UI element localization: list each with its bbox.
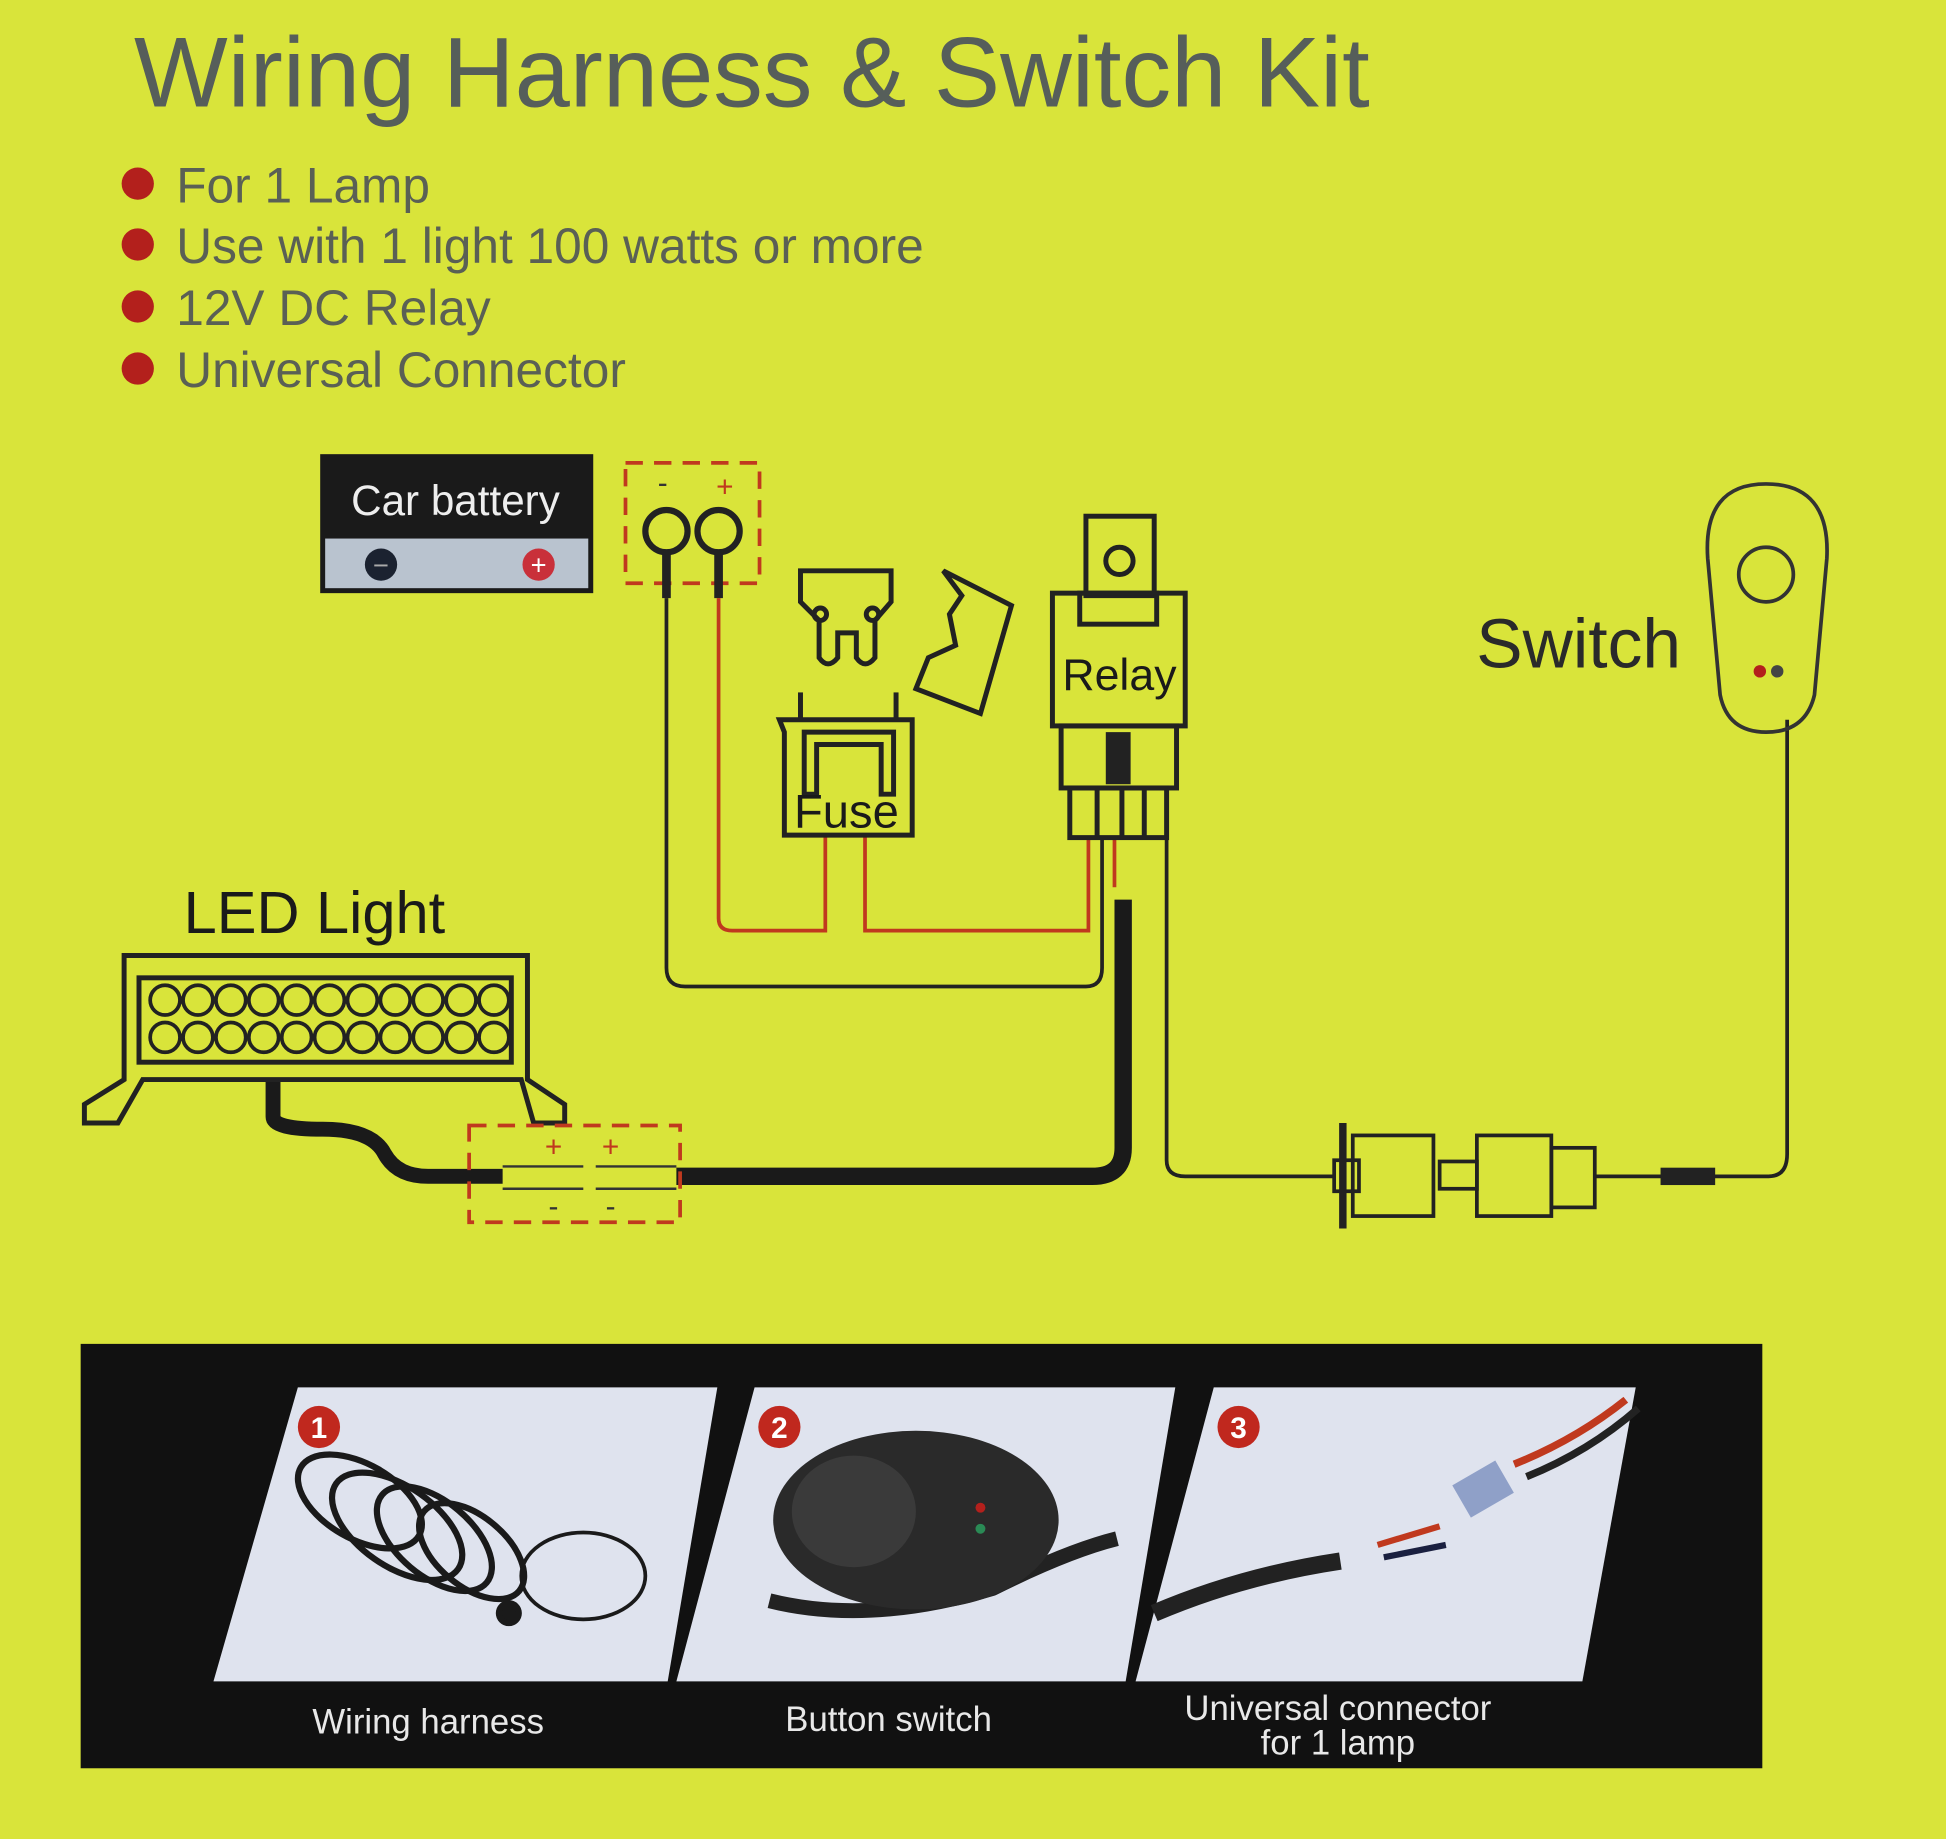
- led-icon: [279, 983, 314, 1017]
- ring-terminals: - +: [623, 460, 762, 599]
- number-badge: [758, 1405, 801, 1449]
- switch: Switch: [1476, 482, 1829, 734]
- led-icon: [214, 983, 248, 1017]
- led-icon: [148, 983, 182, 1017]
- led-icon: [246, 1020, 281, 1055]
- led-icon: [181, 1020, 215, 1055]
- switch-label: Switch: [1476, 605, 1681, 683]
- led-icon: [148, 1020, 182, 1055]
- led-icon: [279, 1020, 314, 1055]
- led-icon: [312, 1020, 347, 1055]
- plug-neg-label: -: [549, 1190, 559, 1223]
- led-icon: [444, 983, 478, 1017]
- positive-sign: +: [531, 550, 547, 581]
- lamp-plug: + + - -: [467, 1123, 682, 1225]
- bullet-icon: [121, 290, 154, 323]
- led-icon: [312, 983, 347, 1017]
- relay-label: Relay: [1062, 651, 1177, 700]
- led-icon: [477, 1020, 511, 1055]
- button-switch-image: [767, 1430, 1119, 1619]
- negative-sign: −: [373, 550, 389, 581]
- number-badge: [1217, 1405, 1260, 1449]
- led-icon: [378, 983, 413, 1017]
- relay: Relay: [1049, 513, 1188, 841]
- led-icon: [181, 983, 215, 1017]
- feature-item: For 1 Lamp: [176, 157, 430, 213]
- product-card: [213, 1387, 718, 1682]
- battery-label: Car battery: [351, 477, 561, 524]
- led-icon: [411, 1020, 445, 1055]
- led-icon: [444, 1020, 478, 1055]
- fuse-label: Fuse: [794, 785, 899, 838]
- page-title: Wiring Harness & Switch Kit: [134, 18, 1370, 129]
- car-battery: Car battery − +: [320, 454, 594, 594]
- led-icon: [378, 1020, 413, 1055]
- feature-item: 12V DC Relay: [176, 280, 491, 336]
- product-number: 3: [1230, 1412, 1247, 1445]
- wiring-harness-image: [294, 1451, 648, 1627]
- feature-list: For 1 Lamp Use with 1 light 100 watts or…: [121, 157, 924, 398]
- product-label: Universal connector: [1184, 1690, 1491, 1728]
- wires: [265, 598, 1790, 1186]
- terminal-pos-label: +: [716, 470, 733, 503]
- negative-terminal-icon: [364, 548, 398, 581]
- terminal-neg-label: -: [658, 467, 668, 500]
- bullet-icon: [121, 167, 154, 200]
- feature-item: Use with 1 light 100 watts or more: [176, 218, 924, 274]
- led-light-label: LED Light: [184, 879, 446, 946]
- connector-image: [1150, 1396, 1641, 1622]
- plug-pos-label: +: [545, 1131, 562, 1164]
- fuse: Fuse: [775, 568, 1015, 838]
- plug-pos-label: +: [602, 1131, 619, 1164]
- product-label: Button switch: [785, 1701, 992, 1739]
- product-label-line2: for 1 lamp: [1261, 1725, 1415, 1763]
- led-icon: [477, 983, 511, 1017]
- led-array: [148, 983, 511, 1055]
- number-badge: [297, 1405, 341, 1449]
- led-icon: [214, 1020, 248, 1055]
- plug-neg-label: -: [606, 1190, 616, 1223]
- product-label: Wiring harness: [312, 1704, 544, 1742]
- led-light-bar: LED Light: [81, 879, 568, 1126]
- bullet-icon: [121, 228, 154, 261]
- feature-item: Universal Connector: [176, 342, 626, 398]
- bullet-icon: [121, 352, 154, 385]
- positive-terminal-icon: [522, 548, 555, 581]
- led-icon: [345, 1020, 380, 1055]
- led-icon: [411, 983, 445, 1017]
- product-panel: 1 2 3 Wiring: [80, 1343, 1763, 1769]
- product-number: 2: [771, 1412, 788, 1445]
- product-card: [1135, 1387, 1636, 1682]
- universal-connector: [1332, 1123, 1597, 1229]
- led-icon: [345, 983, 380, 1017]
- product-number: 1: [311, 1412, 328, 1445]
- led-icon: [246, 983, 281, 1017]
